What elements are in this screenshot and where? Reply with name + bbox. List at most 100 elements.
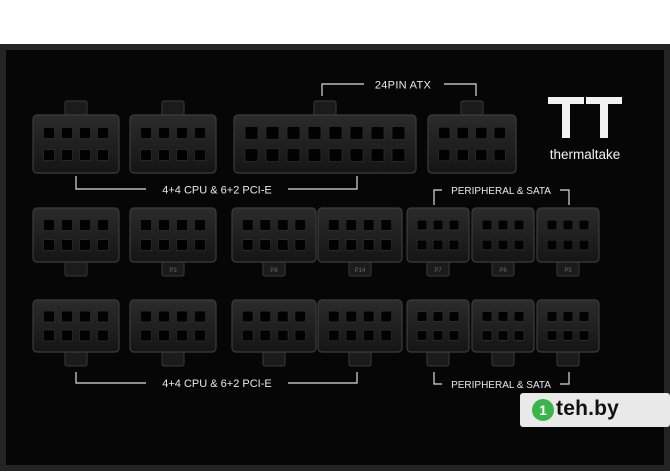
- connector-pin: [158, 310, 170, 323]
- connector-pin: [294, 219, 307, 231]
- connector-pin: [61, 329, 73, 342]
- connector-pin: [562, 219, 574, 231]
- connector-pin: [79, 219, 91, 231]
- connector-pin: [481, 311, 493, 322]
- port-label: P8: [270, 268, 278, 274]
- connector-pin: [391, 148, 406, 162]
- connector-pin: [546, 330, 558, 341]
- port-label: P14: [355, 268, 366, 274]
- port-label: P3: [169, 268, 177, 274]
- connector-pin: [158, 219, 170, 231]
- connector-pin: [61, 127, 73, 139]
- connector-pin: [79, 127, 91, 139]
- connector-pin: [362, 310, 375, 323]
- connector-pin: [416, 219, 428, 231]
- connector-pin: [140, 329, 152, 342]
- connector-pin: [97, 310, 109, 323]
- connector-pin: [158, 239, 170, 251]
- connector-row2-6: P6: [471, 207, 535, 277]
- connector-row1-1: [32, 100, 120, 174]
- connector-pin: [79, 310, 91, 323]
- connector-pin: [61, 310, 73, 323]
- connector-pin: [475, 148, 488, 162]
- connector-pin: [276, 310, 289, 323]
- connector-pin: [432, 219, 444, 231]
- connector-pin: [43, 329, 55, 342]
- connector-pin: [562, 330, 574, 341]
- connector-pin: [194, 219, 206, 231]
- connector-pin: [432, 330, 444, 341]
- connector-pin: [176, 329, 188, 342]
- cpu-pcie-bottom-label: 4+4 CPU & 6+2 PCI-E: [162, 378, 271, 390]
- connector-row2-5: P7: [406, 207, 470, 277]
- connector-pin: [328, 148, 343, 162]
- connector-pin: [493, 148, 506, 162]
- connector-pin: [380, 329, 393, 342]
- connector-row3-1: [32, 299, 120, 367]
- connector-pin: [345, 329, 358, 342]
- connector-pin: [140, 310, 152, 323]
- connector-pin: [370, 148, 385, 162]
- connector-pin: [416, 311, 428, 322]
- connector-pin: [241, 310, 254, 323]
- connector-pin: [448, 311, 460, 322]
- port-label: P5: [564, 268, 572, 274]
- connector-pin: [497, 311, 509, 322]
- connector-pin: [327, 310, 340, 323]
- connector-pin: [158, 127, 170, 139]
- connector-pin: [546, 311, 558, 322]
- connector-pin: [194, 239, 206, 251]
- connector-pin: [578, 311, 590, 322]
- peripheral-bottom-label: PERIPHERAL & SATA: [451, 380, 551, 391]
- connector-pin: [244, 148, 259, 162]
- connector-pin: [493, 126, 506, 140]
- connector-pin: [327, 219, 340, 231]
- connector-pin: [241, 219, 254, 231]
- connector-pin: [362, 239, 375, 251]
- connector-pin: [158, 329, 170, 342]
- connector-pin: [380, 239, 393, 251]
- connector-pin: [176, 219, 188, 231]
- atx-label: 24PIN ATX: [375, 80, 432, 92]
- peripheral-top-label: PERIPHERAL & SATA: [451, 186, 551, 197]
- connector-row2-4: P14: [317, 207, 403, 277]
- connector-pin: [294, 310, 307, 323]
- connector-pin: [259, 239, 272, 251]
- connector-pin: [438, 148, 451, 162]
- connector-pin: [259, 329, 272, 342]
- connector-pin: [276, 329, 289, 342]
- connector-row1-atx-aux: [427, 100, 517, 174]
- connector-pin: [448, 239, 460, 251]
- connector-pin: [61, 149, 73, 161]
- connector-pin: [97, 149, 109, 161]
- connector-pin: [546, 219, 558, 231]
- connector-pin: [513, 330, 525, 341]
- cpu-pcie-top-label: 4+4 CPU & 6+2 PCI-E: [162, 185, 271, 197]
- connector-pin: [562, 311, 574, 322]
- connector-pin: [241, 239, 254, 251]
- connector-pin: [79, 149, 91, 161]
- connector-pin: [158, 149, 170, 161]
- connector-row2-7: P5: [536, 207, 600, 277]
- connector-pin: [513, 239, 525, 251]
- connector-pin: [259, 310, 272, 323]
- connector-pin: [194, 329, 206, 342]
- connector-pin: [194, 310, 206, 323]
- connector-pin: [562, 239, 574, 251]
- connector-pin: [497, 330, 509, 341]
- connector-row2-3: P8: [231, 207, 317, 277]
- connector-pin: [294, 329, 307, 342]
- connector-pin: [416, 239, 428, 251]
- connector-pin: [448, 330, 460, 341]
- connector-pin: [265, 148, 280, 162]
- connector-pin: [43, 149, 55, 161]
- connector-pin: [244, 126, 259, 140]
- connector-pin: [265, 126, 280, 140]
- connector-pin: [380, 310, 393, 323]
- connector-pin: [276, 219, 289, 231]
- connector-pin: [176, 127, 188, 139]
- port-label: P7: [434, 268, 442, 274]
- connector-pin: [362, 329, 375, 342]
- connector-pin: [140, 239, 152, 251]
